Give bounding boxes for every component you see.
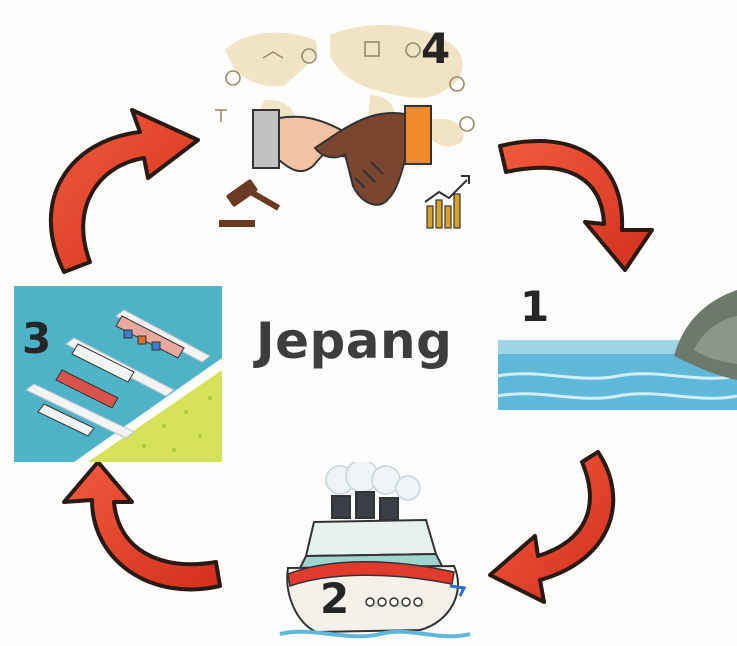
handshake-icon [252,105,432,206]
arrow-1-to-2 [488,450,616,604]
docked-ships [37,315,185,437]
funnels [331,491,399,521]
currency-icons [215,41,475,132]
hull-stripe [287,561,455,588]
port-panel: 3 [14,286,222,462]
gavel-icon [219,179,281,227]
step-number-4: 4 [421,24,451,73]
sea-coast-panel [498,280,737,410]
trade-illustration [215,24,475,229]
quay [74,358,222,462]
sea-coast-illustration [498,290,737,410]
trade-panel: 4 [205,10,485,240]
arrow-3-to-4 [48,108,200,274]
ship-panel: 2 [270,462,480,646]
smoke [325,462,421,501]
center-title: Jepang [256,312,453,370]
growth-chart-icon [424,175,470,229]
step-number-2: 2 [320,574,350,623]
step-number-3: 3 [22,314,52,363]
portholes [365,597,423,607]
arrow-4-to-1 [498,139,654,272]
arrow-2-to-3 [62,460,222,592]
port-illustration [14,286,222,462]
cargo-ship-illustration [279,462,471,639]
world-map-icon [225,24,464,153]
step-number-1: 1 [520,282,550,331]
